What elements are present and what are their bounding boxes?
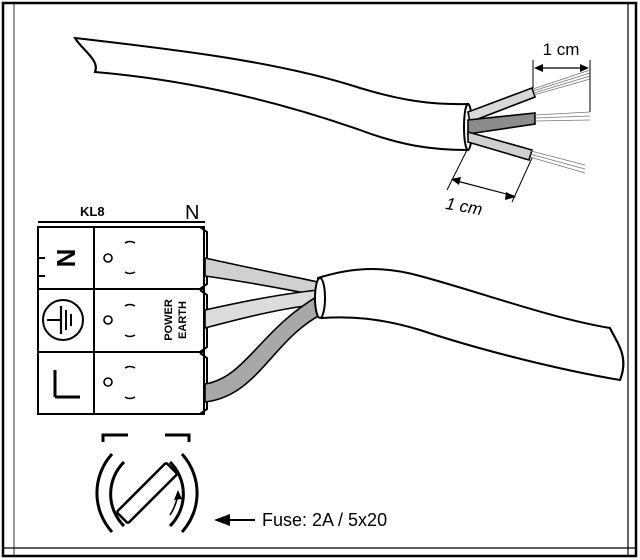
earth-label: EARTH [177, 301, 189, 339]
strands-middle [534, 111, 591, 122]
neutral-header: N [185, 202, 199, 224]
strands-upper [532, 69, 591, 96]
screw-hole-n [103, 253, 113, 263]
connected-cable [204, 257, 625, 403]
fuse-holder-icon [95, 433, 199, 534]
terminal-block: KL8 N N [37, 202, 208, 415]
clamp-marks [124, 240, 136, 400]
power-label: POWER [163, 299, 175, 341]
line-symbol [53, 370, 80, 399]
neutral-symbol: N [51, 249, 81, 268]
dim-top-label: 1 cm [543, 40, 580, 59]
dim-bottom-line [452, 179, 515, 197]
screw-hole-l [103, 377, 113, 387]
top-cable-jacket [73, 36, 469, 152]
top-wire-upper [467, 86, 537, 124]
screw-hole-earth [103, 315, 113, 325]
earth-ground-icon [42, 299, 84, 341]
dim-bottom-ext-right [511, 157, 533, 203]
fuse-slot [116, 462, 178, 524]
strands-lower [529, 150, 586, 174]
top-cable: 1 cm 1 cm [73, 36, 591, 219]
top-wire-middle [467, 112, 536, 135]
dim-bottom-ext-left [446, 149, 468, 191]
fuse-pointer-arrow-icon [214, 514, 255, 526]
block-label: KL8 [80, 204, 105, 219]
top-wire-lower [467, 130, 534, 161]
fuse-label: Fuse: 2A / 5x20 [262, 510, 387, 530]
